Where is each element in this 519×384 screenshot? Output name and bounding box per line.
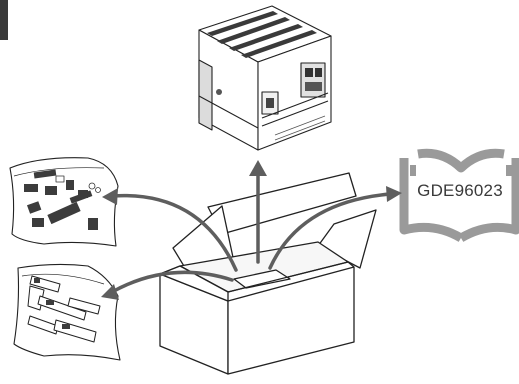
corner-mark [0, 0, 8, 40]
device-module-illustration [199, 6, 331, 150]
bag-outline [10, 158, 118, 246]
arrowhead [249, 160, 267, 176]
accessory-bag-brackets [14, 264, 120, 360]
manual-code-label: GDE96023 [411, 181, 509, 201]
accessory-bag-connectors [10, 158, 118, 246]
